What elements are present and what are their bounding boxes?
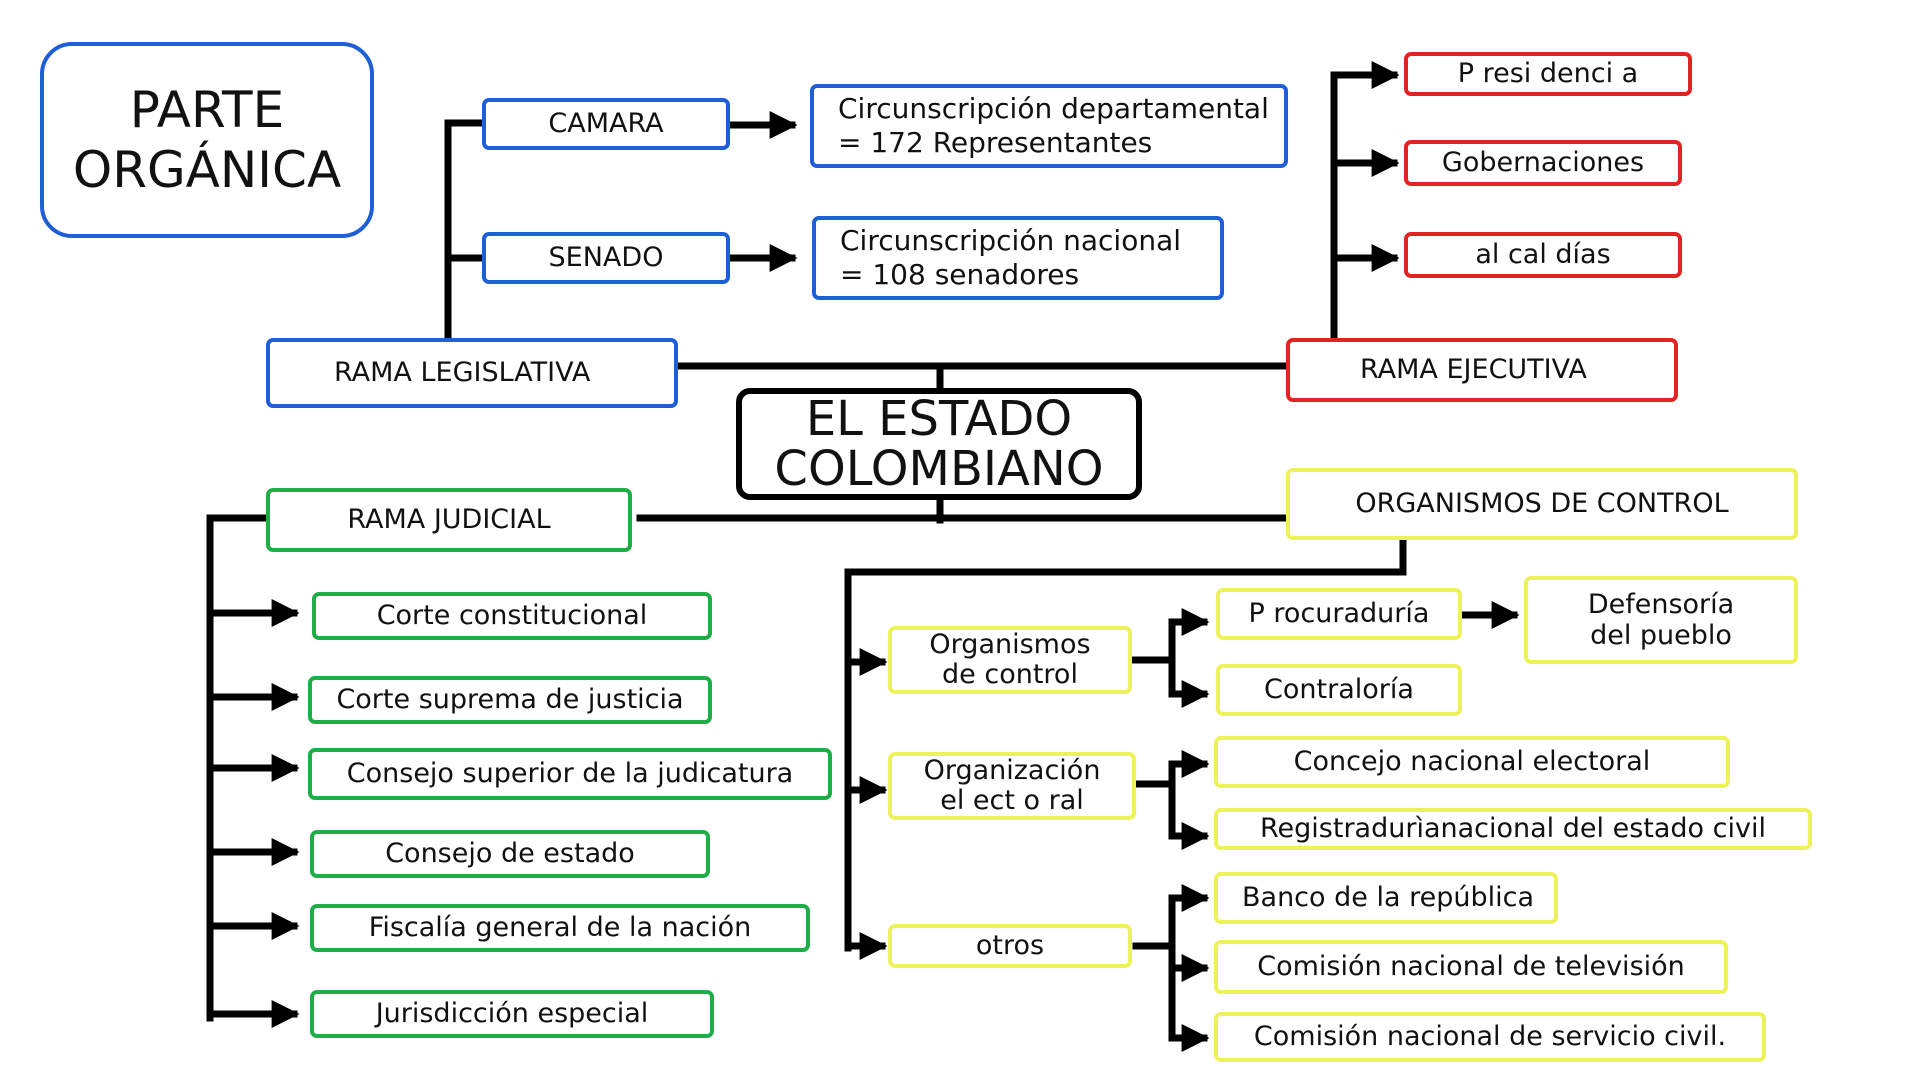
organismos-control-label: ORGANISMOS DE CONTROL [1355, 487, 1729, 519]
camara-detail-text: Circunscripción departamental = 172 Repr… [838, 92, 1269, 159]
banco-republica-node: Banco de la república [1214, 872, 1558, 924]
estado-colombiano-node: EL ESTADO COLOMBIANO [736, 388, 1142, 500]
camara-node: CAMARA [482, 98, 730, 150]
corte-constitucional-node: Corte constitucional [312, 592, 712, 640]
electoral-sub-node: Organización el ect o ral [888, 752, 1136, 820]
rama-judicial-label: RAMA JUDICIAL [347, 503, 551, 535]
rama-legislativa-label: RAMA LEGISLATIVA [334, 356, 591, 388]
otros-sub-label: otros [975, 929, 1045, 961]
banco-republica-label: Banco de la república [1242, 881, 1534, 913]
presidencia-label: P resi denci a [1457, 57, 1639, 89]
organismos-sub-label: Organismos de control [929, 629, 1091, 690]
corte-constitucional-label: Corte constitucional [376, 599, 648, 631]
parte-organica-title: PARTE ORGÁNICA [40, 42, 374, 238]
defensoria-node: Defensoría del pueblo [1524, 576, 1798, 664]
comision-servicio-civil-node: Comisión nacional de servicio civil. [1214, 1012, 1766, 1062]
rama-judicial-node: RAMA JUDICIAL [266, 488, 632, 552]
presidencia-node: P resi denci a [1404, 52, 1692, 96]
concejo-electoral-node: Concejo nacional electoral [1214, 736, 1730, 788]
procuraduria-node: P rocuraduría [1216, 588, 1462, 640]
organismos-control-node: ORGANISMOS DE CONTROL [1286, 468, 1798, 540]
electoral-sub-label: Organización el ect o ral [923, 755, 1101, 816]
fiscalia-label: Fiscalía general de la nación [368, 911, 752, 943]
otros-sub-node: otros [888, 924, 1132, 968]
corte-suprema-node: Corte suprema de justicia [308, 676, 712, 724]
registraduria-node: Registradurìanacional del estado civil [1214, 808, 1812, 850]
camara-label: CAMARA [548, 107, 664, 139]
camara-detail-node: Circunscripción departamental = 172 Repr… [810, 84, 1288, 168]
consejo-superior-node: Consejo superior de la judicatura [308, 748, 832, 800]
rama-ejecutiva-node: RAMA EJECUTIVA [1286, 338, 1678, 402]
senado-label: SENADO [548, 241, 664, 273]
registraduria-label: Registradurìanacional del estado civil [1260, 812, 1766, 844]
senado-detail-text: Circunscripción nacional = 108 senadores [840, 224, 1182, 291]
line-legislativa-vertical [444, 119, 487, 342]
concejo-electoral-label: Concejo nacional electoral [1293, 745, 1651, 777]
rama-legislativa-node: RAMA LEGISLATIVA [266, 338, 678, 408]
fiscalia-node: Fiscalía general de la nación [310, 904, 810, 952]
contraloria-label: Contraloría [1264, 673, 1414, 705]
alcaldias-label: al cal días [1475, 238, 1611, 270]
comision-television-label: Comisión nacional de televisión [1257, 950, 1685, 982]
title-text: PARTE ORGÁNICA [72, 81, 342, 199]
corte-suprema-label: Corte suprema de justicia [336, 683, 684, 715]
line-control-down [844, 536, 1407, 952]
jurisdiccion-node: Jurisdicción especial [310, 990, 714, 1038]
senado-node: SENADO [482, 232, 730, 284]
contraloria-node: Contraloría [1216, 664, 1462, 716]
defensoria-label: Defensoría del pueblo [1587, 588, 1735, 651]
consejo-superior-label: Consejo superior de la judicatura [346, 757, 794, 789]
consejo-estado-node: Consejo de estado [310, 830, 710, 878]
gobernaciones-node: Gobernaciones [1404, 140, 1682, 186]
comision-television-node: Comisión nacional de televisión [1214, 940, 1728, 994]
senado-detail-node: Circunscripción nacional = 108 senadores [812, 216, 1224, 300]
center-text: EL ESTADO COLOMBIANO [774, 390, 1104, 497]
gobernaciones-label: Gobernaciones [1441, 146, 1645, 178]
jurisdiccion-label: Jurisdicción especial [375, 997, 649, 1029]
procuraduria-label: P rocuraduría [1248, 597, 1430, 629]
consejo-estado-label: Consejo de estado [385, 837, 635, 869]
comision-servicio-civil-label: Comisión nacional de servicio civil. [1253, 1020, 1727, 1052]
organismos-sub-node: Organismos de control [888, 626, 1132, 694]
alcaldias-node: al cal días [1404, 232, 1682, 278]
rama-ejecutiva-label: RAMA EJECUTIVA [1360, 353, 1587, 385]
